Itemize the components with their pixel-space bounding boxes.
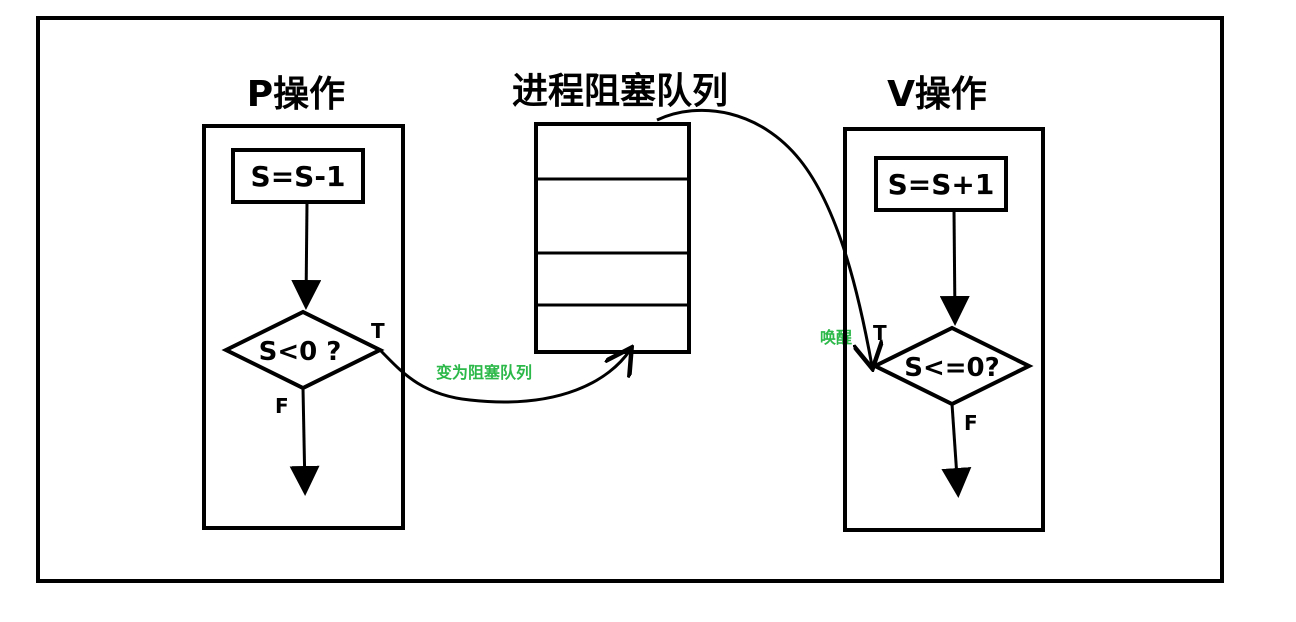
p-true-label: T (371, 319, 385, 343)
v-decision-diamond (870, 325, 1034, 407)
p-arrow-false-down (289, 387, 320, 496)
v-arrow-false-down (941, 403, 972, 498)
p-operation-title: P操作 (247, 74, 345, 115)
p-false-label: F (275, 394, 289, 418)
arrow-to-blocked-queue (378, 350, 630, 404)
queue-title: 进程阻塞队列 (512, 71, 728, 112)
v-true-label: T (873, 321, 887, 345)
v-arrow-to-decision (939, 209, 970, 326)
v-operation-title: V操作 (887, 74, 987, 115)
p-formula-box (231, 148, 365, 204)
v-operation-box (843, 127, 1045, 532)
p-arrow-to-decision (291, 201, 322, 310)
p-operation-box (202, 124, 405, 530)
outer-frame (36, 16, 1224, 583)
p-condition: S<0 ? (259, 337, 342, 367)
v-formula: S=S+1 (888, 168, 995, 201)
arrow-wake-up (656, 108, 872, 366)
to-queue-label: 变为阻塞队列 (436, 363, 532, 382)
v-condition: S<=0? (904, 353, 999, 383)
v-formula-box (874, 156, 1008, 212)
v-false-label: F (964, 411, 978, 435)
wake-up-label: 唤醒 (820, 328, 852, 347)
p-formula: S=S-1 (251, 160, 346, 193)
blocked-queue-box (534, 122, 691, 354)
